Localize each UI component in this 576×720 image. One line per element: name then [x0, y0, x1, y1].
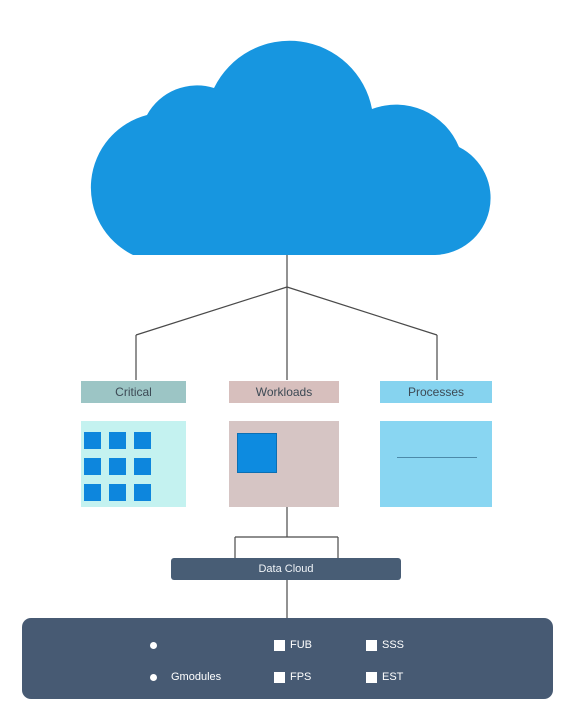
- bullet-dot-icon: [150, 641, 157, 649]
- process-line: [397, 457, 477, 458]
- legend-item: [150, 638, 171, 652]
- grid-square: [134, 432, 151, 449]
- processes-label: Processes: [380, 381, 492, 403]
- grid-square: [109, 432, 126, 449]
- branch-line-processes: [286, 286, 438, 336]
- legend-item: SSS: [366, 638, 404, 652]
- branch-line-critical: [135, 286, 288, 336]
- grid-square: [84, 458, 101, 475]
- processes-panel: [380, 421, 492, 507]
- grid-square: [109, 484, 126, 501]
- grid-square: [134, 458, 151, 475]
- grid-square: [84, 432, 101, 449]
- legend-item-text: FPS: [290, 671, 312, 684]
- legend-item: EST: [366, 670, 403, 684]
- legend-item: FPS: [274, 670, 311, 684]
- bullet-dot-icon: [150, 673, 157, 681]
- legend-item: Gmodules: [150, 670, 221, 684]
- checkbox-icon: [274, 671, 285, 683]
- legend-item-text: FUB: [290, 639, 312, 652]
- workloads-panel: [229, 421, 339, 507]
- legend-item-text: Gmodules: [171, 671, 222, 684]
- legend-panel: FUB SSS Gmodules FPS EST: [22, 618, 553, 699]
- workloads-label: Workloads: [229, 381, 339, 403]
- grid-square: [134, 484, 151, 501]
- legend-item: FUB: [274, 638, 312, 652]
- critical-panel: [81, 421, 186, 507]
- checkbox-icon: [366, 671, 377, 683]
- checkbox-icon: [366, 639, 377, 651]
- legend-item-text: SSS: [382, 639, 405, 652]
- critical-label: Critical: [81, 381, 186, 403]
- legend-item-text: EST: [382, 671, 404, 684]
- checkbox-icon: [274, 639, 285, 651]
- grid-square: [84, 484, 101, 501]
- workload-square: [237, 433, 277, 473]
- grid-square: [109, 458, 126, 475]
- connector-lines: [135, 255, 438, 618]
- cloud-icon: [90, 40, 491, 255]
- data-cloud-bar: Data Cloud: [171, 558, 401, 580]
